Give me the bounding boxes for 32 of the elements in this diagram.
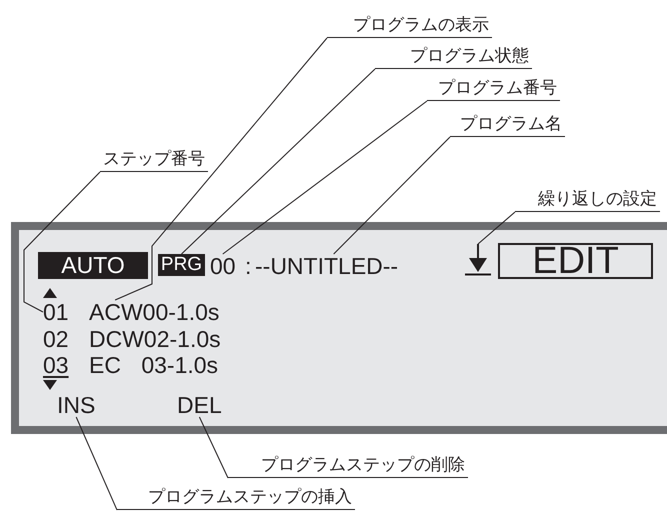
callout-label: 繰り返しの設定	[515, 186, 660, 212]
display-panel	[11, 222, 667, 434]
callout-label: プログラムステップの削除	[228, 452, 468, 478]
callout-label: プログラム状態	[375, 43, 532, 69]
status-indicator: PRG	[158, 254, 205, 276]
insert-key-label: INS	[57, 393, 96, 417]
leader-line	[181, 68, 376, 254]
leader-line	[198, 416, 228, 478]
edit-indicator: EDIT	[498, 243, 653, 279]
leader-line	[76, 416, 118, 510]
leader-line	[24, 172, 100, 312]
callout-label: プログラムステップの挿入	[117, 484, 355, 510]
step-entry: ACW00-1.0s	[89, 300, 220, 324]
leader-line	[114, 38, 328, 300]
leader-line	[333, 136, 450, 254]
program-name: --UNTITLED--	[255, 254, 398, 278]
program-number: 00	[210, 254, 236, 278]
separator: :	[245, 254, 252, 278]
step-entry: DCW02-1.0s	[89, 327, 221, 351]
callout-label: プログラム番号	[427, 75, 560, 101]
step-number: 01	[43, 300, 69, 324]
leader-line	[478, 212, 516, 244]
callout-label: プログラム名	[450, 111, 565, 137]
callout-label: ステップ番号	[100, 146, 208, 172]
mode-indicator: AUTO	[38, 252, 148, 279]
step-entry: EC 03-1.0s	[89, 353, 218, 377]
delete-key-label: DEL	[177, 393, 222, 417]
down-arrow-icon	[465, 244, 491, 276]
leader-line	[222, 100, 428, 254]
step-number: 02	[43, 327, 69, 351]
step-number: 03	[43, 353, 69, 377]
callout-label: プログラムの表示	[327, 12, 492, 38]
